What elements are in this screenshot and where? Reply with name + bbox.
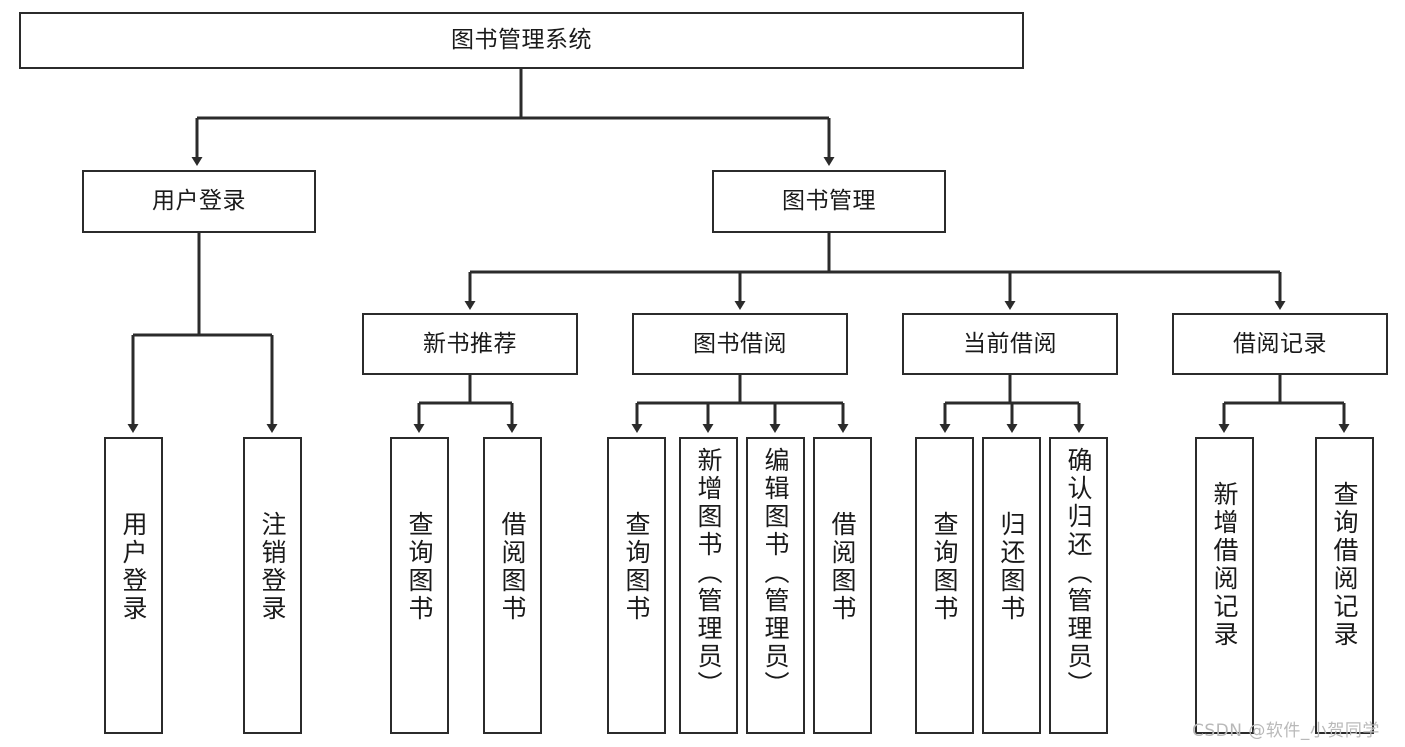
leaf-book-borrow-1-label: 查询图书 xyxy=(622,511,651,623)
node-current-borrow-label: 当前借阅 xyxy=(963,330,1057,357)
node-new-book-recommend[interactable]: 新书推荐 xyxy=(362,313,578,375)
leaf-book-borrow-2-label: 新增图书（管理员） xyxy=(694,447,723,699)
node-book-manage[interactable]: 图书管理 xyxy=(712,170,946,233)
leaf-current-borrow-1-label: 查询图书 xyxy=(930,511,959,623)
leaf-borrow-record-2[interactable]: 查询借阅记录 xyxy=(1315,437,1374,734)
leaf-borrow-record-1-label: 新增借阅记录 xyxy=(1210,481,1239,649)
leaf-book-borrow-2[interactable]: 新增图书（管理员） xyxy=(679,437,738,734)
leaf-current-borrow-2-label: 归还图书 xyxy=(997,511,1026,623)
leaf-current-borrow-1[interactable]: 查询图书 xyxy=(915,437,974,734)
leaf-book-borrow-1[interactable]: 查询图书 xyxy=(607,437,666,734)
leaf-current-borrow-2[interactable]: 归还图书 xyxy=(982,437,1041,734)
leaf-book-borrow-3-label: 编辑图书（管理员） xyxy=(761,447,790,699)
node-book-borrow-label: 图书借阅 xyxy=(693,330,787,357)
leaf-user-login-2[interactable]: 注销登录 xyxy=(243,437,302,734)
leaf-borrow-record-1[interactable]: 新增借阅记录 xyxy=(1195,437,1254,734)
node-user-login-label: 用户登录 xyxy=(152,188,246,215)
node-borrow-record[interactable]: 借阅记录 xyxy=(1172,313,1388,375)
node-root-label: 图书管理系统 xyxy=(451,27,592,54)
leaf-current-borrow-3[interactable]: 确认归还（管理员） xyxy=(1049,437,1108,734)
leaf-current-borrow-3-label: 确认归还（管理员） xyxy=(1064,447,1093,699)
node-book-manage-label: 图书管理 xyxy=(782,188,876,215)
leaf-user-login-1[interactable]: 用户登录 xyxy=(104,437,163,734)
leaf-borrow-record-2-label: 查询借阅记录 xyxy=(1330,481,1359,649)
node-root[interactable]: 图书管理系统 xyxy=(19,12,1024,69)
node-current-borrow[interactable]: 当前借阅 xyxy=(902,313,1118,375)
leaf-new-book-2-label: 借阅图书 xyxy=(498,511,527,623)
leaf-user-login-2-label: 注销登录 xyxy=(258,511,287,623)
node-book-borrow[interactable]: 图书借阅 xyxy=(632,313,848,375)
leaf-book-borrow-4[interactable]: 借阅图书 xyxy=(813,437,872,734)
node-borrow-record-label: 借阅记录 xyxy=(1233,330,1327,357)
leaf-book-borrow-4-label: 借阅图书 xyxy=(828,511,857,623)
leaf-new-book-1-label: 查询图书 xyxy=(405,511,434,623)
node-user-login[interactable]: 用户登录 xyxy=(82,170,316,233)
node-new-book-recommend-label: 新书推荐 xyxy=(423,330,517,357)
leaf-user-login-1-label: 用户登录 xyxy=(119,511,148,623)
leaf-book-borrow-3[interactable]: 编辑图书（管理员） xyxy=(746,437,805,734)
leaf-new-book-2[interactable]: 借阅图书 xyxy=(483,437,542,734)
leaf-new-book-1[interactable]: 查询图书 xyxy=(390,437,449,734)
